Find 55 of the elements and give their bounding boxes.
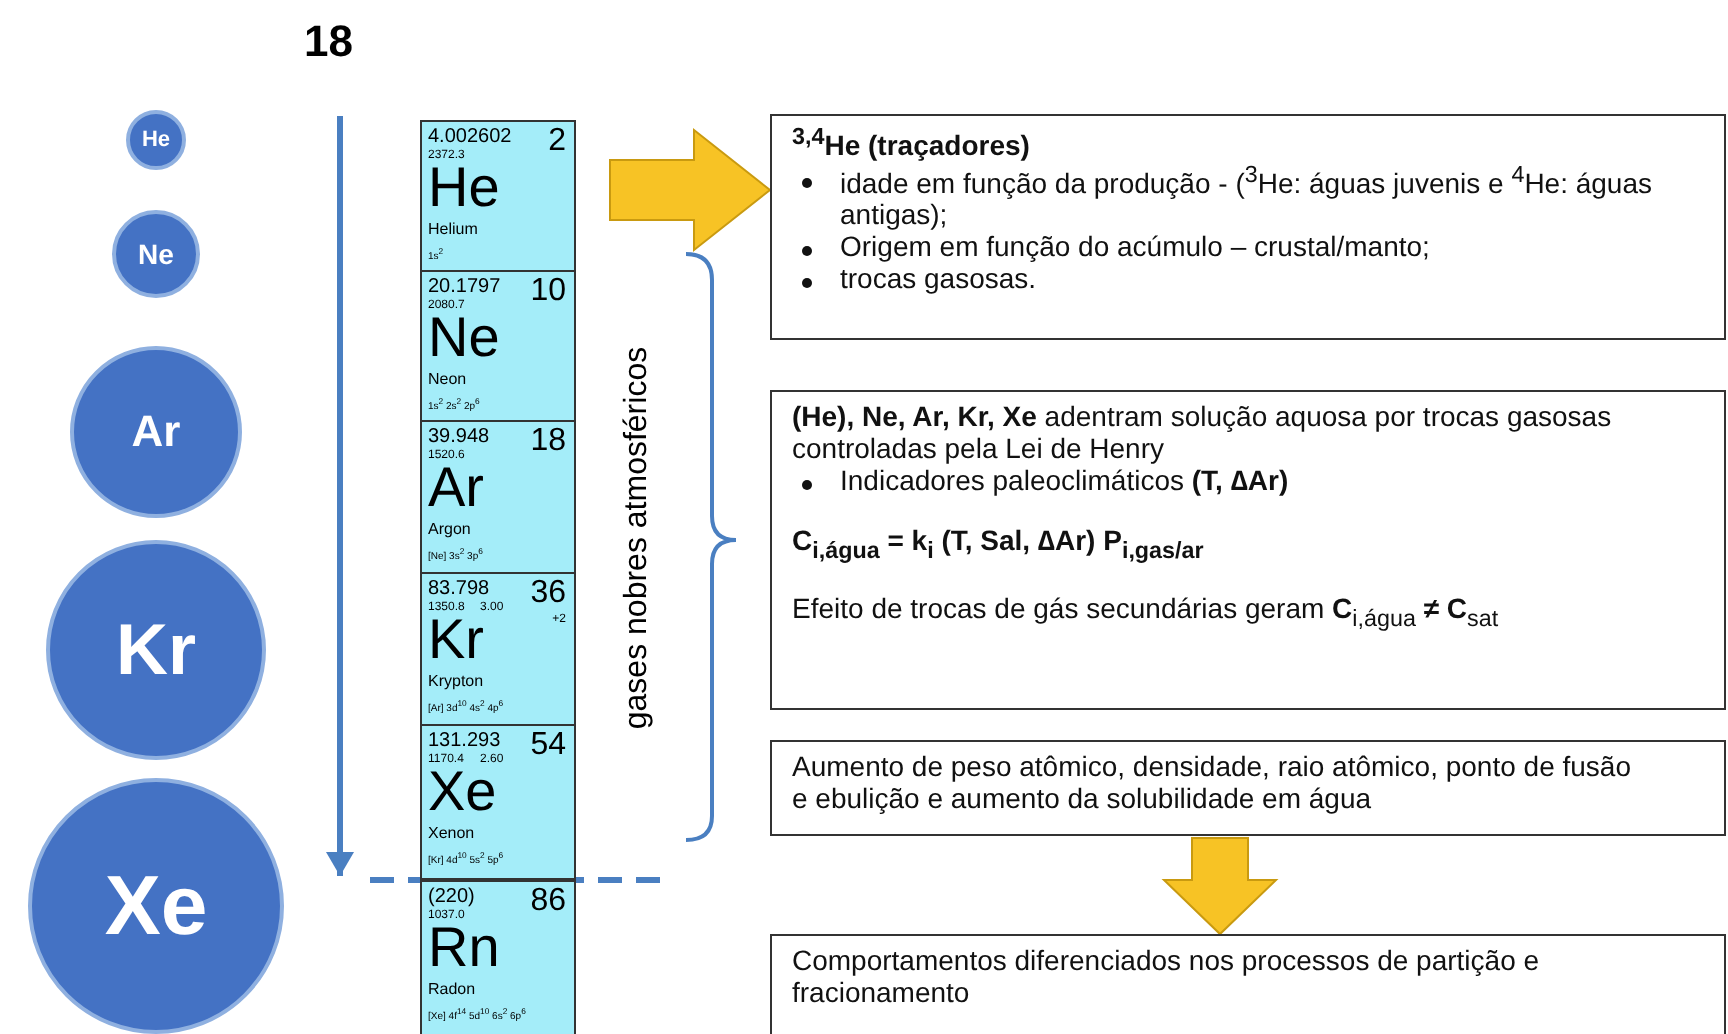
element-symbol: Ar: [131, 406, 181, 458]
body-text: Efeito de trocas de gás secundárias geram C$_{i,água}$ ≠ C$_{sat}$: [792, 591, 1501, 632]
element-tile: [420, 572, 576, 726]
element-tile: [420, 120, 576, 272]
atomic-mass: 131.293: [428, 730, 501, 752]
atomic-number: 2: [548, 124, 566, 160]
element-symbol: Ar: [428, 456, 484, 520]
block-arrow: [1161, 837, 1279, 936]
element-name: Helium: [428, 220, 478, 238]
element-symbol: Ne: [428, 306, 500, 370]
atomic-mass: 20.1797: [428, 276, 501, 298]
element-name: Xenon: [428, 824, 475, 842]
bullet-text: Origem em função do acúmulo – crustal/manto;: [840, 230, 1430, 263]
element-symbol: He: [141, 128, 171, 152]
element-symbol: He: [428, 156, 500, 220]
element-symbol: Ne: [138, 238, 174, 270]
element-symbol: Xe: [428, 760, 497, 824]
element-name: Radon: [428, 980, 476, 998]
heading-text: Comportamentos diferenciados nos processos de partição e fracionamento: [792, 944, 1542, 1008]
element-symbol: Rn: [428, 916, 500, 980]
heading-text: Aumento de peso atômico, densidade, raio atômico, ponto de fusão e ebulição e aumento da solubilidade em água: [792, 750, 1633, 814]
heading-text: (He), Ne, Ar, Kr, Xe adentram solução aquosa por trocas gasosas controladas pela Lei de Henry: [792, 400, 1614, 464]
element-circle: [126, 110, 186, 170]
element-symbol: Xe: [104, 858, 208, 954]
atomic-number: 54: [530, 728, 566, 764]
text-box: [770, 740, 1726, 836]
text-box: [770, 934, 1726, 1034]
atomic-number: 18: [530, 424, 566, 460]
atomic-mass: 39.948: [428, 426, 490, 448]
heading-text: $^{3,4}$He (traçadores): [792, 124, 1032, 162]
rotated-label: gases nobres atmosféricos: [620, 344, 656, 734]
element-symbol: Kr: [428, 608, 484, 672]
element-circle: [112, 210, 200, 298]
atomic-number: 10: [530, 274, 566, 310]
element-tile: [420, 270, 576, 422]
element-tile: [420, 880, 576, 1034]
atomic-mass: (220): [428, 886, 475, 908]
element-symbol: Kr: [115, 608, 196, 692]
bullet-text: idade em função da produção - ($^{3}$He: águas juvenis e $^{4}$He: águas antigas);: [840, 161, 1652, 231]
bullet-text: trocas gasosas.: [840, 262, 1037, 295]
element-tile: [420, 724, 576, 880]
atomic-number: 36: [530, 576, 566, 612]
element-name: Krypton: [428, 672, 484, 690]
element-name: Neon: [428, 370, 467, 388]
text-box: [770, 114, 1726, 340]
column-number: 18: [304, 16, 353, 68]
element-tile: [420, 420, 576, 574]
block-arrow: [609, 127, 772, 253]
text-box: [770, 390, 1726, 710]
atomic-mass: 4.002602: [428, 126, 512, 148]
atomic-number: 86: [530, 884, 566, 920]
formula-text: C$_{i,água}$ = k$_{i}$ (T, Sal, ∆Ar) P$_{i,gas/ar}$: [792, 524, 1206, 564]
element-name: Argon: [428, 520, 471, 538]
bullet-text: Indicadores paleoclimáticos (T, ∆Ar): [840, 464, 1289, 496]
atomic-mass: 83.798: [428, 578, 490, 600]
